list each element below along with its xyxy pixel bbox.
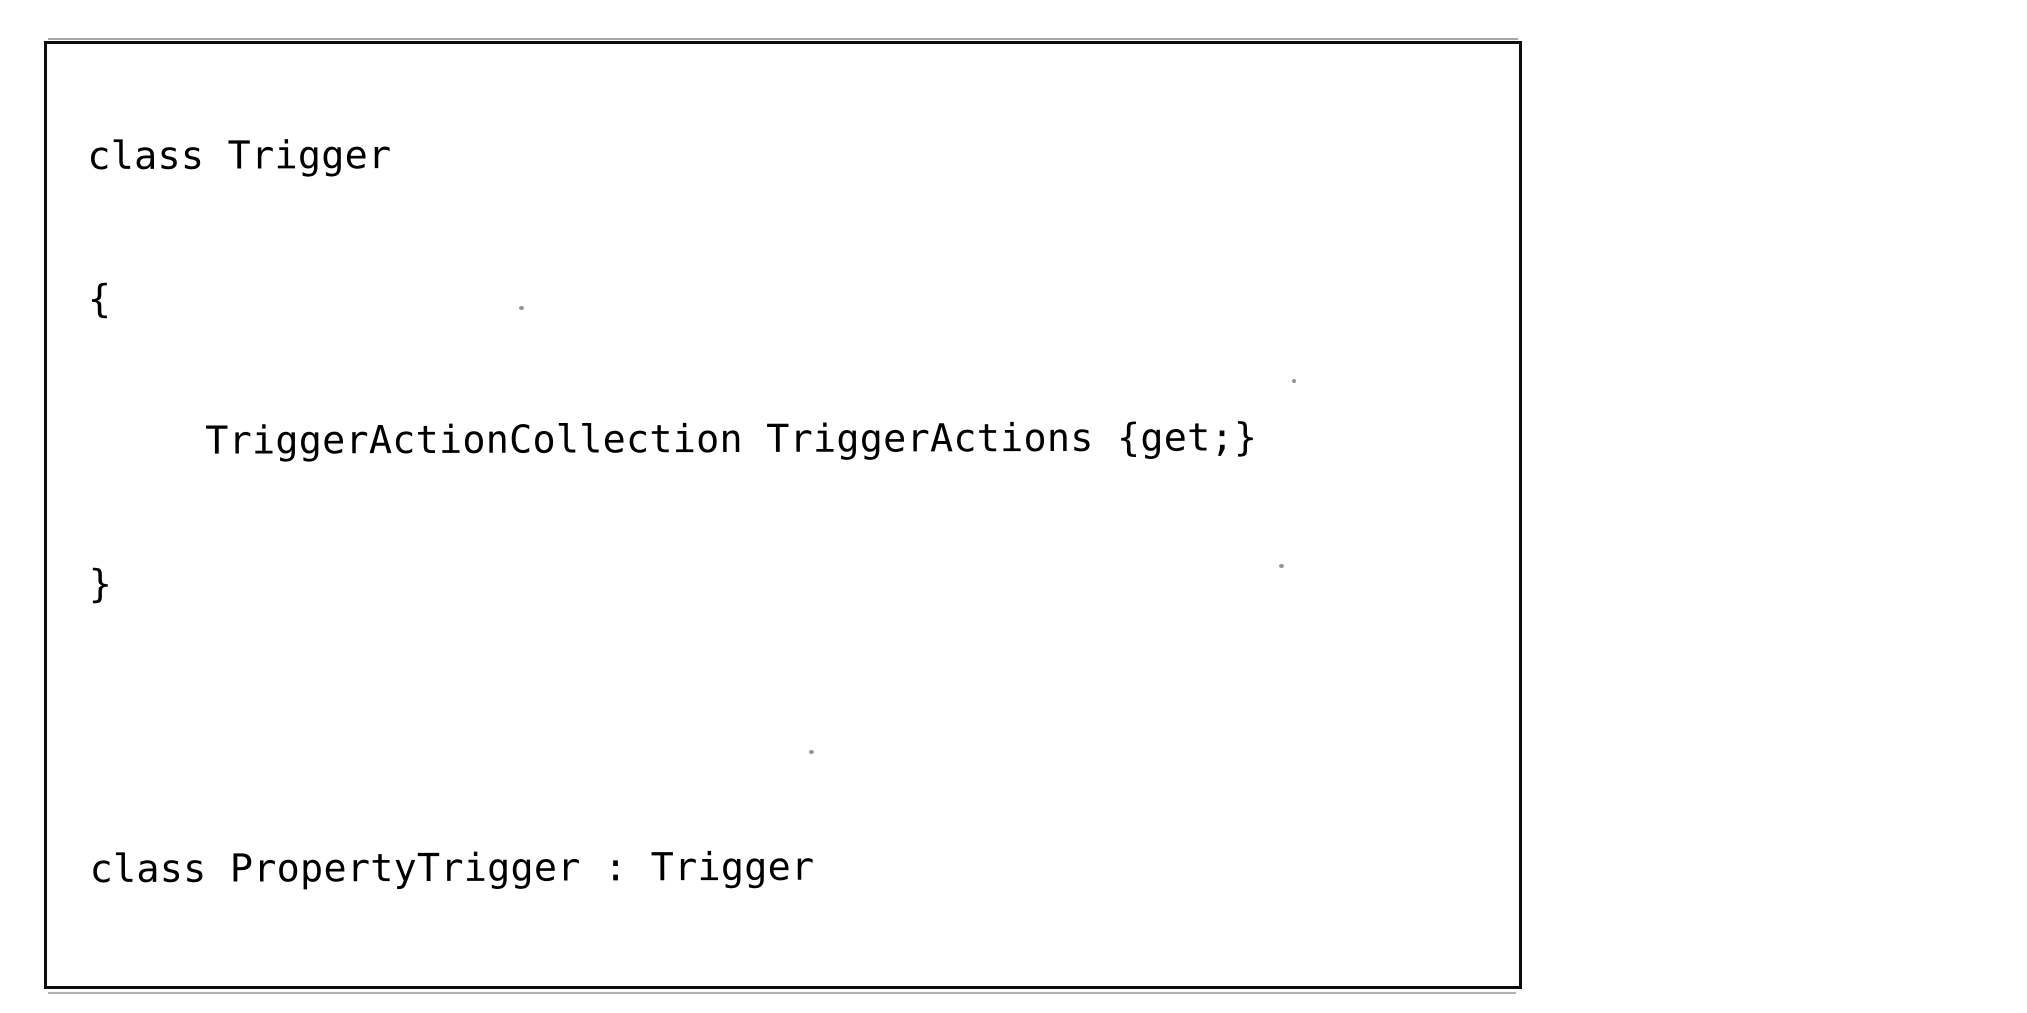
code-line-blank [89, 698, 1519, 750]
code-line: TriggerActionCollection TriggerActions {… [88, 415, 1258, 464]
figure-bottom-edge-artifact [48, 992, 1516, 994]
scan-speck [1292, 379, 1296, 383]
scan-speck [1279, 564, 1284, 568]
code-figure-box: class Trigger { TriggerActionCollection … [44, 41, 1522, 989]
code-line: { [87, 276, 112, 322]
code-line: { [90, 983, 1519, 986]
code-line: class PropertyTrigger : Trigger [89, 844, 815, 892]
figure-top-edge-artifact [48, 38, 1518, 40]
scan-speck [809, 750, 814, 754]
code-line: class Trigger [87, 133, 392, 179]
scan-speck [519, 306, 524, 310]
code-line: } [88, 561, 113, 607]
code-listing: class Trigger { TriggerActionCollection … [87, 44, 1519, 986]
